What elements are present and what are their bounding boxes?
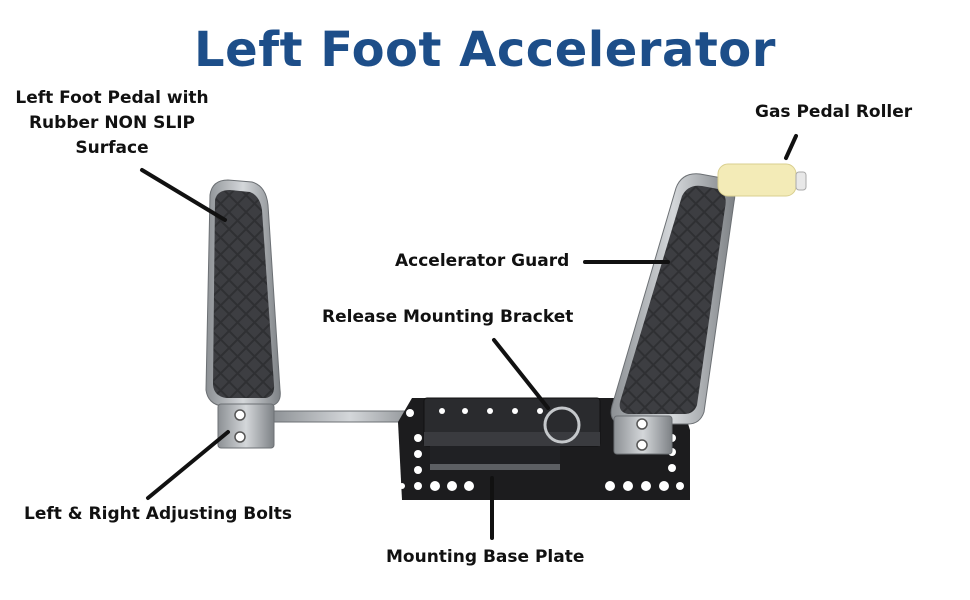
label-left-pedal-line-3: Surface: [75, 138, 149, 158]
accelerator-guard-pedal: [610, 173, 736, 455]
leader-gas-roller: [784, 134, 798, 160]
label-left-pedal-line-1: Left Foot Pedal with: [15, 88, 209, 108]
label-left-pedal-line-2: Rubber NON SLIP: [28, 113, 196, 133]
leader-release-bracket: [492, 338, 550, 410]
left-foot-pedal: [205, 179, 281, 449]
label-release-bracket: Release Mounting Bracket: [322, 307, 574, 327]
label-accelerator-guard: Accelerator Guard: [395, 251, 570, 271]
diagram-title: Left Foot Accelerator: [194, 22, 776, 78]
label-left-pedal: Left Foot Pedal with Rubber NON SLIP Sur…: [12, 86, 212, 161]
leader-left-pedal: [140, 168, 227, 222]
label-gas-roller: Gas Pedal Roller: [755, 102, 913, 122]
leader-adjusting-bolts: [146, 430, 230, 500]
label-adjusting-bolts: Left & Right Adjusting Bolts: [24, 504, 293, 524]
gas-pedal-roller: [717, 163, 807, 197]
release-mounting-bracket: [423, 397, 601, 470]
label-base-plate: Mounting Base Plate: [386, 547, 585, 567]
